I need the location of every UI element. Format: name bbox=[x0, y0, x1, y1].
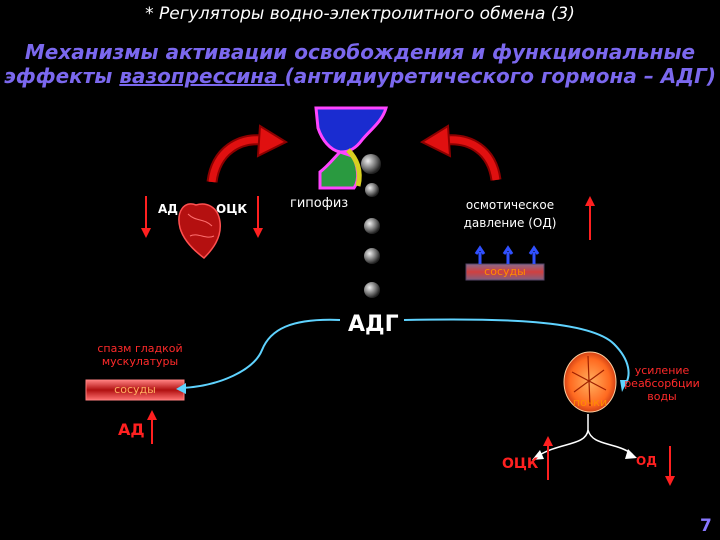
label-osmotic-pressure: осмотическое давление (ОД) bbox=[440, 196, 580, 232]
title-line-2: эффекты вазопрессина (антидиуретического… bbox=[0, 64, 720, 88]
label-kidney: почки bbox=[572, 396, 608, 409]
label-spasm-line2: мускулатуры bbox=[101, 355, 179, 368]
left-curved-arrow bbox=[206, 124, 289, 183]
adh-curve-right-arrowhead bbox=[620, 380, 628, 392]
ock-up-arrow bbox=[543, 436, 553, 480]
adh-curve-right bbox=[403, 318, 630, 387]
chain-ball-3 bbox=[364, 218, 380, 234]
label-osmotic-line1: осмотическое bbox=[465, 198, 555, 212]
ock-down-arrow bbox=[253, 196, 263, 238]
ad-down-arrow bbox=[141, 196, 151, 238]
label-ock-top: ОЦК bbox=[216, 202, 248, 216]
adh-curve-left-arrowhead bbox=[176, 383, 186, 394]
kidney-fork-arrows bbox=[532, 414, 637, 460]
kidney-icon bbox=[563, 351, 617, 413]
chain-ball-4 bbox=[364, 248, 380, 264]
title-line-2-post: (антидиуретического гормона – АДГ) bbox=[284, 64, 716, 88]
slide-title: Механизмы активации освобождения и функц… bbox=[0, 40, 720, 88]
title-line-2-pre: эффекты bbox=[4, 64, 120, 88]
label-ad-bottom: АД bbox=[118, 420, 145, 439]
label-ock-bottom: ОЦК bbox=[502, 456, 539, 472]
right-curved-arrow bbox=[419, 124, 502, 182]
heart-icon bbox=[178, 203, 221, 259]
blue-receptor-icons bbox=[474, 245, 540, 264]
vessel-top bbox=[465, 263, 545, 281]
label-reab-line2: реабсорбции bbox=[624, 377, 700, 390]
label-reab-line1: усиление bbox=[634, 364, 690, 377]
label-ad-top: АД bbox=[158, 202, 178, 216]
chain-ball-2 bbox=[365, 183, 379, 197]
label-pituitary: гипофиз bbox=[290, 196, 349, 211]
chain-ball-1 bbox=[361, 154, 381, 174]
label-vessels-left: сосуды bbox=[114, 383, 156, 396]
label-od-bottom: ОД bbox=[636, 454, 657, 468]
slide-header: * Регуляторы водно-электролитного обмена… bbox=[145, 4, 575, 24]
page-number: 7 bbox=[700, 516, 712, 536]
od-down-arrow bbox=[665, 446, 675, 486]
label-spasm: спазм гладкой мускулатуры bbox=[80, 342, 200, 368]
ad-up-arrow bbox=[147, 410, 157, 444]
label-osmotic-line2: давление (ОД) bbox=[463, 216, 557, 230]
od-up-arrow bbox=[585, 196, 595, 240]
title-line-1: Механизмы активации освобождения и функц… bbox=[24, 40, 696, 64]
chain-ball-5 bbox=[364, 282, 380, 298]
label-spasm-line1: спазм гладкой bbox=[97, 342, 183, 355]
label-vessels-top: сосуды bbox=[484, 265, 526, 278]
pituitary-illustration bbox=[314, 106, 388, 190]
adh-curve-left bbox=[181, 318, 341, 389]
label-adh: АДГ bbox=[348, 312, 399, 337]
label-reab-line3: воды bbox=[647, 390, 677, 403]
label-reabsorption: усиление реабсорбции воды bbox=[616, 364, 708, 403]
vasopressin-link[interactable]: вазопрессина bbox=[119, 64, 285, 88]
